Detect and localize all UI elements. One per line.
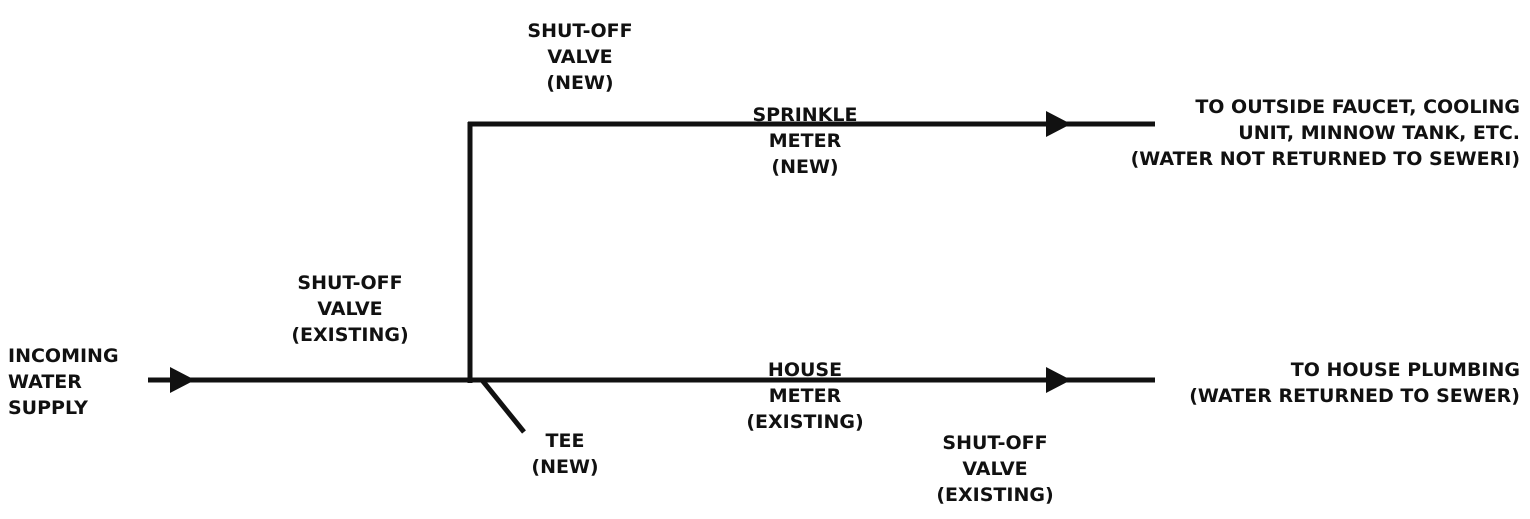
shutoff-valve-existing-house-label: SHUT-OFF VALVE (EXISTING) [936,432,1054,506]
to-outside-faucet-label: TO OUTSIDE FAUCET, COOLING UNIT, MINNOW … [1130,96,1520,170]
incoming-arrow [170,367,195,393]
tee-new-label: TEE (NEW) [531,430,599,478]
tee-stub [480,378,526,434]
sprinkle-meter-label: SPRINKLE METER (NEW) [752,104,858,178]
shutoff-valve-existing-main-label: SHUT-OFF VALVE (EXISTING) [291,272,409,346]
incoming-water-supply-label: INCOMING WATER SUPPLY [8,345,119,419]
house-arrow [1046,367,1071,393]
house-meter-label: HOUSE METER (EXISTING) [746,359,864,433]
shutoff-valve-new-label: SHUT-OFF VALVE (NEW) [527,20,633,94]
sprinkle-arrow [1046,111,1071,137]
to-house-plumbing-label: TO HOUSE PLUMBING (WATER RETURNED TO SEW… [1189,359,1520,407]
